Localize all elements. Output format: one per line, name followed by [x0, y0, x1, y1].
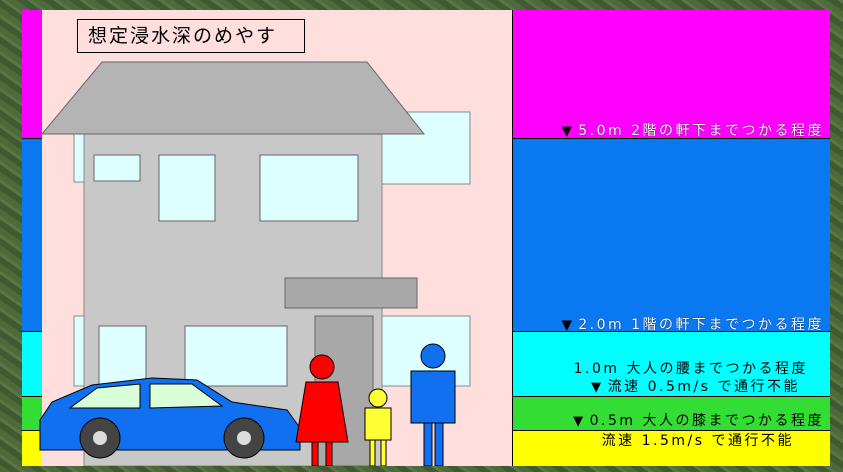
level-label-2m: ▼2.0m 1階の軒下までつかる程度 — [561, 317, 824, 333]
triangle-marker-icon: ▼ — [561, 318, 575, 333]
triangle-marker-icon: ▼ — [561, 124, 575, 139]
window-icon — [184, 325, 288, 387]
flood-depth-diagram: 想定浸水深のめやす ▼5.0m 2階の軒下までつかる程度 ▼2.0m 1階の軒下… — [22, 10, 830, 466]
legend-panel — [512, 10, 830, 466]
canopy-icon — [284, 277, 418, 309]
window-icon — [93, 154, 141, 182]
man-icon — [410, 343, 456, 466]
window-icon — [259, 154, 359, 222]
flow-label-15: 流速 1.5m/s で通行不能 — [601, 433, 794, 449]
car-icon — [39, 377, 301, 459]
triangle-marker-icon: ▼ — [591, 380, 604, 395]
window-icon — [158, 154, 216, 222]
child-icon — [364, 388, 392, 466]
level-label-05m: ▼0.5m 大人の膝までつかる程度 — [573, 413, 824, 429]
illustration — [39, 61, 471, 466]
flow-label-05: ▼流速 0.5m/s で通行不能 — [591, 379, 800, 395]
triangle-marker-icon: ▼ — [573, 414, 586, 429]
level-label-5m: ▼5.0m 2階の軒下までつかる程度 — [561, 123, 824, 139]
roof-icon — [40, 61, 426, 135]
diagram-title: 想定浸水深のめやす — [77, 19, 305, 53]
level-label-1m: 1.0m 大人の腰までつかる程度 — [573, 361, 808, 377]
woman-icon — [295, 354, 349, 466]
